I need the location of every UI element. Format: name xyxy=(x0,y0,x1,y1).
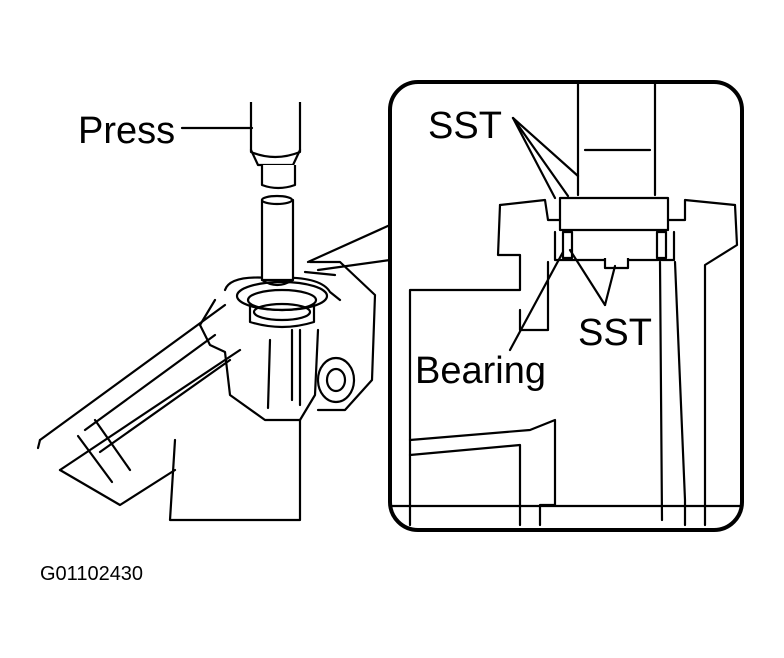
sst-pilot xyxy=(603,258,630,270)
press-tool xyxy=(249,102,302,190)
sst-top-leader-3 xyxy=(511,116,557,200)
bearing-left xyxy=(561,230,574,260)
bearing-label: Bearing xyxy=(415,350,546,392)
sst-top-label: SST xyxy=(428,105,502,147)
sst-bottom-leader-1 xyxy=(568,248,607,307)
sst-top-leader-2 xyxy=(511,116,580,178)
steering-rack-housing xyxy=(36,260,377,522)
press-shaft xyxy=(260,194,295,287)
sst-top-leader-1 xyxy=(511,116,570,198)
callout-pointer-upper xyxy=(306,223,392,264)
press-label: Press xyxy=(78,110,175,152)
sst-plate xyxy=(558,196,670,232)
sst-bottom-label: SST xyxy=(578,312,652,354)
bearing-right xyxy=(655,230,668,260)
sst-bottom-leader-2 xyxy=(603,264,617,307)
bearing-leader xyxy=(508,250,565,352)
detail-frame xyxy=(388,80,744,532)
callout-pointer-lower xyxy=(316,258,392,272)
figure-code: G01102430 xyxy=(40,563,143,585)
detail-view: SST SST Bearing xyxy=(388,80,744,532)
